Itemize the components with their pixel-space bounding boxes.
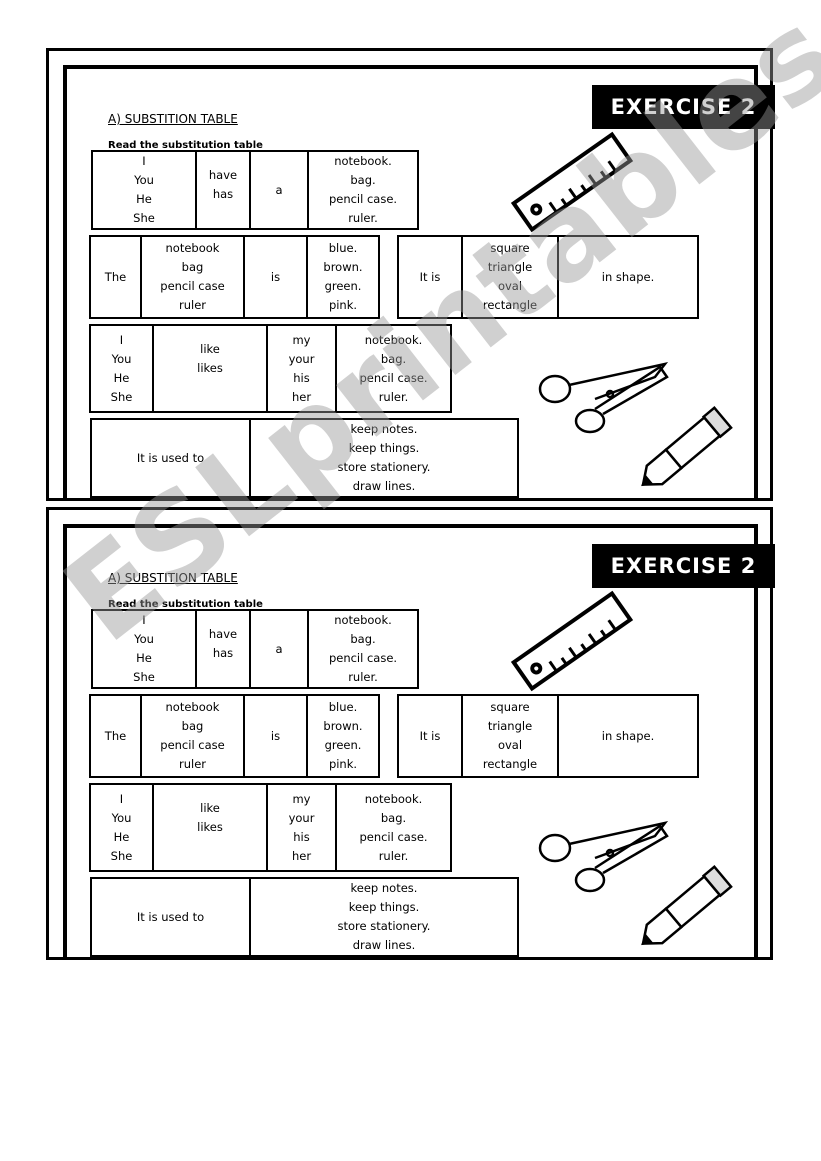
objects-cell: notebook.bag.pencil case.ruler.	[335, 783, 452, 872]
exercise-header: EXERCISE 2	[592, 544, 775, 588]
pencil-icon	[641, 405, 733, 487]
objects-cell: notebook.bag.pencil case.ruler.	[307, 609, 419, 689]
card-frame: EXERCISE 2 A) SUBSTITION TABLE Read the …	[63, 524, 775, 957]
scissors-icon	[538, 362, 669, 434]
used-to-cell: It is used to	[90, 418, 251, 498]
colors-cell: blue.brown.green.pink.	[306, 235, 380, 319]
objects-cell: notebook.bag.pencil case.ruler.	[307, 150, 419, 230]
card-frame: EXERCISE 2 A) SUBSTITION TABLE Read the …	[63, 65, 775, 498]
it-is-cell: It is	[397, 235, 463, 319]
colors-cell: blue.brown.green.pink.	[306, 694, 380, 778]
instruction: Read the substitution table	[108, 599, 263, 610]
in-shape-cell: in shape.	[557, 694, 699, 778]
the-cell: The	[89, 694, 142, 778]
uses-cell: keep notes.keep things.store stationery.…	[249, 418, 519, 498]
table-used-to: It is used to keep notes.keep things.sto…	[90, 418, 519, 498]
the-cell: The	[89, 235, 142, 319]
used-to-cell: It is used to	[90, 877, 251, 957]
article-cell: a	[249, 609, 309, 689]
objects-cell: notebook.bag.pencil case.ruler.	[335, 324, 452, 413]
in-shape-cell: in shape.	[557, 235, 699, 319]
exercise-header: EXERCISE 2	[592, 85, 775, 129]
ruler-icon	[510, 590, 634, 692]
is-cell: is	[243, 694, 308, 778]
section-title: A) SUBSTITION TABLE	[108, 571, 238, 585]
is-cell: is	[243, 235, 308, 319]
pencil-icon	[641, 864, 733, 946]
instruction: Read the substitution table	[108, 140, 263, 151]
article-cell: a	[249, 150, 309, 230]
table-used-to: It is used to keep notes.keep things.sto…	[90, 877, 519, 957]
section-title: A) SUBSTITION TABLE	[108, 112, 238, 126]
exercise-card: EXERCISE 2 A) SUBSTITION TABLE Read the …	[46, 48, 775, 501]
uses-cell: keep notes.keep things.store stationery.…	[249, 877, 519, 957]
exercise-card: EXERCISE 2 A) SUBSTITION TABLE Read the …	[46, 507, 775, 960]
it-is-cell: It is	[397, 694, 463, 778]
scissors-icon	[538, 821, 669, 893]
ruler-icon	[510, 131, 634, 233]
